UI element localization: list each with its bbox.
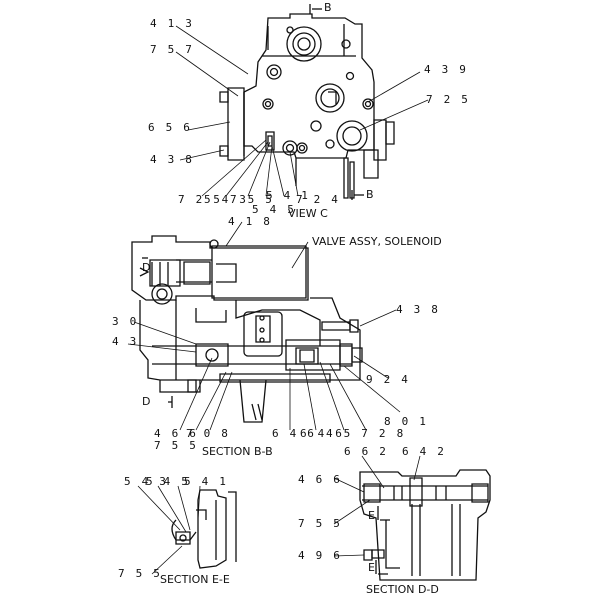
callout-543-viewc: 5 4 3: [204, 193, 249, 206]
section-ee-drawing: [172, 490, 236, 568]
callout-646-right: 6 4 6: [300, 427, 345, 440]
callout-43: 4 3: [112, 335, 139, 348]
callout-755-ee: 7 5 5: [118, 567, 163, 580]
section-b-marker-top: B: [324, 1, 332, 14]
callout-457-728: 4 5 7 2 8: [326, 427, 406, 440]
section-dd-leaders: [334, 456, 420, 556]
callout-545-ee: 5 4 5: [146, 475, 191, 488]
section-e-marker-lower: E: [368, 561, 375, 574]
callout-708: 7 0 8: [186, 427, 231, 440]
callout-545-viewc: 5 4 5: [252, 203, 297, 216]
callout-413: 4 1 3: [150, 17, 195, 30]
callout-541-viewc: 5 4 1: [266, 189, 311, 202]
section-dd-caption: SECTION D-D: [366, 583, 439, 596]
section-e-marker-upper: E: [368, 509, 375, 522]
view-c-leaders: [176, 26, 428, 196]
callout-438-bb: 4 3 8: [396, 303, 441, 316]
callout-757: 7 5 7: [150, 43, 195, 56]
callout-755-viewc: 7 5 5: [230, 193, 275, 206]
section-bb-leaders: [128, 222, 400, 430]
section-d-marker-upper: D: [142, 261, 151, 274]
callout-725-bottom: 7 2 5: [178, 193, 223, 206]
callout-656: 6 5 6: [148, 121, 193, 134]
callout-543-ee: 5 4 3: [124, 475, 169, 488]
section-bb-drawing: [132, 236, 362, 422]
view-c-drawing: [220, 4, 394, 200]
callout-438-viewc: 4 3 8: [150, 153, 195, 166]
section-ee-leaders: [138, 486, 200, 574]
callout-541-ee: 5 4 1: [184, 475, 229, 488]
callout-466-dd: 4 6 6: [298, 473, 343, 486]
callout-662: 6 6 2: [344, 445, 389, 458]
callout-30: 3 0: [112, 315, 139, 328]
section-ee-caption: SECTION E-E: [160, 573, 230, 586]
callout-496: 4 9 6: [298, 549, 343, 562]
callout-924: 9 2 4: [366, 373, 411, 386]
section-d-marker-lower: D: [142, 395, 151, 408]
callout-755-dd: 7 5 5: [298, 517, 343, 530]
callout-724: 7 2 4: [296, 193, 341, 206]
section-bb-caption: SECTION B-B: [202, 445, 273, 458]
callout-439: 4 3 9: [424, 63, 469, 76]
callout-466-bb: 4 6 6: [154, 427, 199, 440]
callout-646-left: 6 4 6: [272, 427, 317, 440]
callout-725-right: 7 2 5: [426, 93, 471, 106]
callout-642: 6 4 2: [402, 445, 447, 458]
view-c-caption: VIEW C: [288, 207, 328, 220]
valve-assy-label: VALVE ASSY, SOLENOID: [312, 235, 442, 248]
callout-755-bb: 7 5 5: [154, 439, 199, 452]
section-dd-drawing: [360, 470, 490, 580]
section-b-marker-bottom: B: [366, 188, 374, 201]
callout-801: 8 0 1: [384, 415, 429, 428]
callout-418: 4 1 8: [228, 215, 273, 228]
